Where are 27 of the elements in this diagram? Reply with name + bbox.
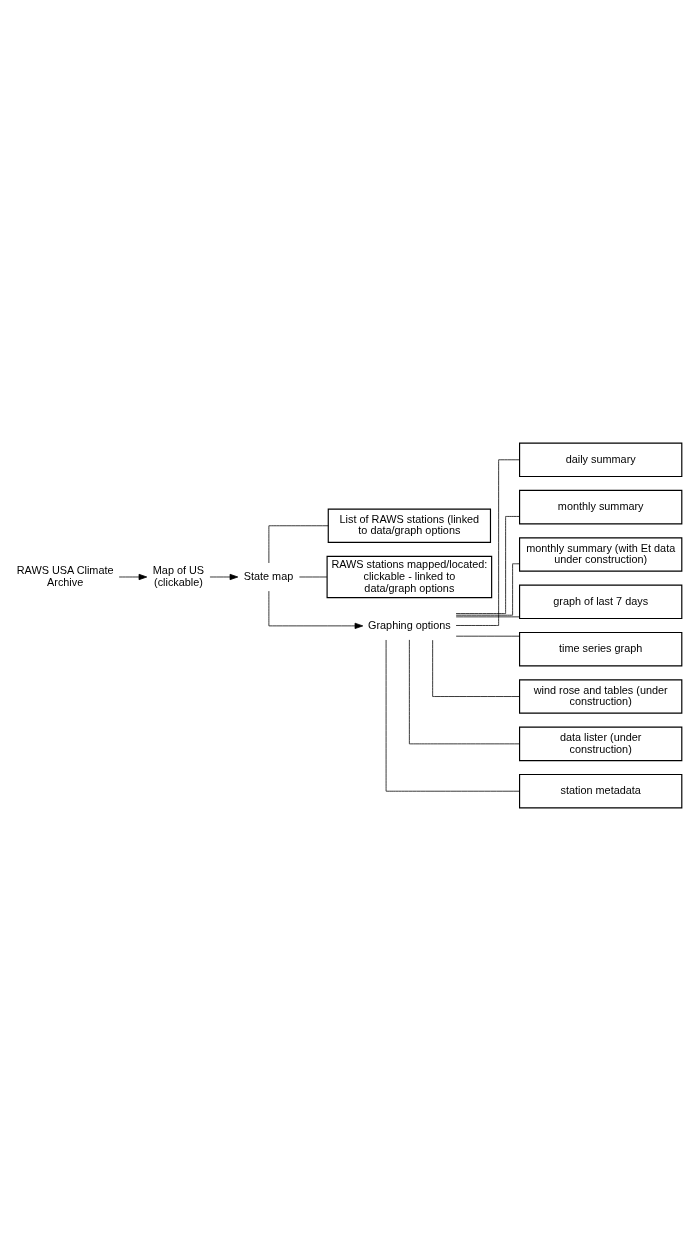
arrow <box>209 573 239 581</box>
connector <box>299 576 328 578</box>
connector <box>455 459 520 626</box>
node-box: List of RAWS stations (linked to data/graph options <box>327 508 492 544</box>
connector <box>385 639 520 792</box>
connector <box>409 639 520 745</box>
connector <box>455 516 520 614</box>
node-box: data lister (under construction) <box>519 726 683 762</box>
arrow <box>268 590 364 629</box>
node-text: State map <box>243 569 294 582</box>
node-box: time series graph <box>519 631 683 667</box>
node-box: monthly summary (with Et data under construction) <box>519 537 683 572</box>
node-box: RAWS stations mapped/located: clickable - linked to data/graph options <box>326 555 493 599</box>
node-text: Graphing options <box>368 618 451 631</box>
connector <box>455 635 520 637</box>
node-text: RAWS USA Climate Archive <box>16 564 114 588</box>
connector <box>455 616 520 618</box>
node-box: daily summary <box>519 442 683 478</box>
node-box: station metadata <box>519 773 683 809</box>
node-text: Map of US (clickable) <box>152 564 205 588</box>
connector <box>455 563 520 616</box>
connector <box>268 525 329 564</box>
node-box: wind rose and tables (under construction) <box>519 679 683 714</box>
node-box: graph of last 7 days <box>519 584 683 620</box>
node-box: monthly summary <box>519 489 683 525</box>
connector <box>432 639 520 697</box>
arrow <box>118 573 148 581</box>
